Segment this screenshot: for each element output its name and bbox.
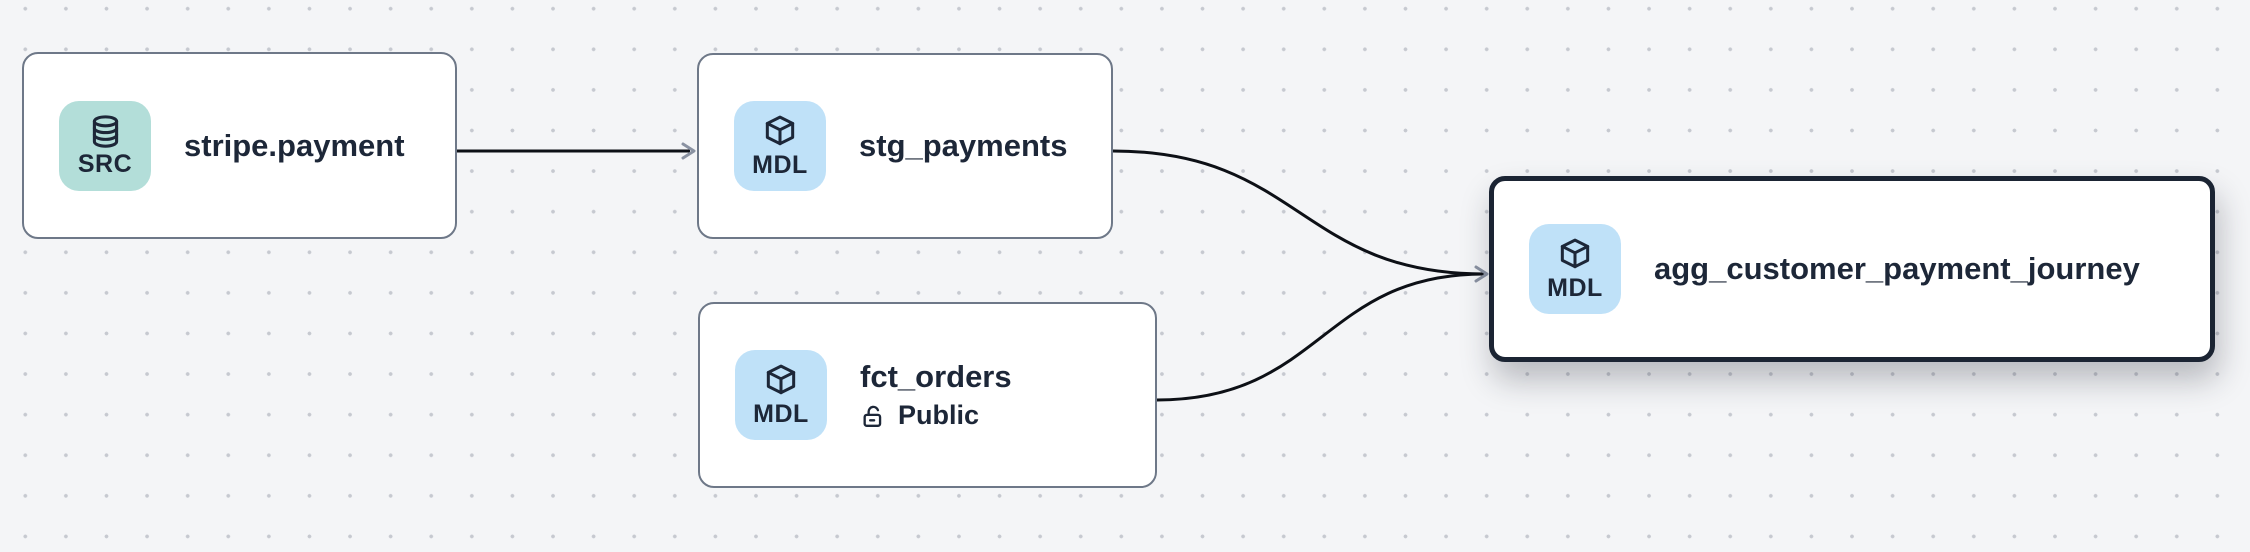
lineage-node-fct-orders[interactable]: MDL fct_orders Public [698, 302, 1157, 488]
database-icon [92, 115, 118, 149]
lineage-node-stripe-payment[interactable]: SRC stripe.payment [22, 52, 457, 239]
node-title: stg_payments [859, 128, 1068, 164]
badge-label: MDL [1547, 274, 1603, 303]
lineage-node-agg-customer-payment-journey[interactable]: MDL agg_customer_payment_journey [1489, 176, 2215, 362]
arrowhead-icon [681, 142, 696, 160]
badge-label: SRC [77, 150, 133, 179]
access-label: Public [898, 400, 980, 431]
lock-open-icon [863, 405, 882, 427]
edge-stg-payments-to-agg-customer-payment-journey [1112, 149, 1485, 276]
edge-fct-orders-to-agg-customer-payment-journey [1156, 272, 1485, 402]
model-type-badge: MDL [734, 101, 826, 191]
node-title: fct_orders [860, 358, 1012, 394]
lineage-node-stg-payments[interactable]: MDL stg_payments [697, 53, 1113, 239]
badge-label: MDL [753, 400, 809, 429]
cube-icon [1560, 238, 1590, 269]
badge-label: MDL [752, 151, 808, 180]
source-type-badge: SRC [59, 100, 151, 191]
arrowhead-icon [1474, 265, 1489, 283]
cube-icon [765, 115, 795, 146]
node-title: agg_customer_payment_journey [1654, 251, 2140, 287]
model-type-badge: MDL [1529, 224, 1621, 314]
access-row: Public [860, 401, 1012, 431]
model-type-badge: MDL [735, 350, 827, 440]
cube-icon [766, 364, 796, 395]
node-title: stripe.payment [184, 127, 405, 163]
